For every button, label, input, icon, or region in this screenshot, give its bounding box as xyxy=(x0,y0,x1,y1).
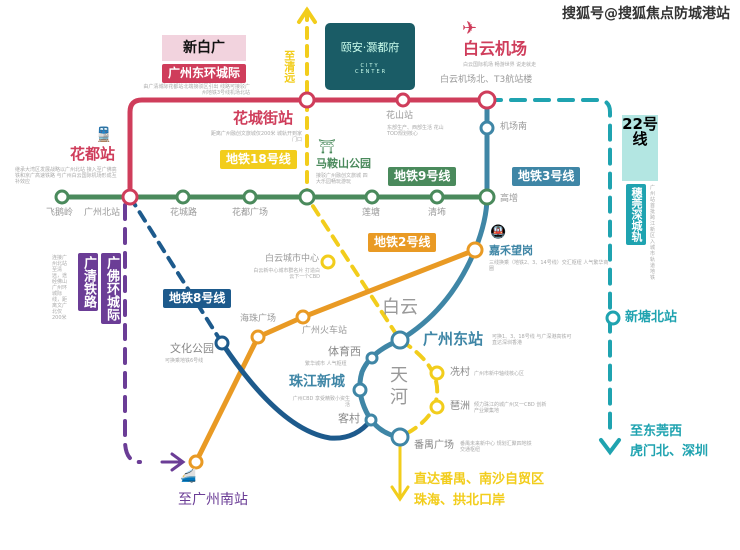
gq-desc: 连接广州北站至清远，途经佛山广州环城际线，距离文广北仅200米 xyxy=(52,255,68,321)
purple-arrow xyxy=(160,452,186,472)
station-maanshan: 马鞍山公园 xyxy=(316,157,371,170)
to-qingyuan: 至清远 xyxy=(282,50,296,83)
dongzhan-desc: 可换1、3、18号线 与广深港高铁可直达深圳香港 xyxy=(492,334,572,346)
station-nodes xyxy=(54,90,621,470)
station-feieling: 飞鹅岭 xyxy=(46,208,74,218)
logo-name: 颐安·灏都府 xyxy=(340,41,400,54)
line-9-badge: 地铁9号线 xyxy=(388,167,457,186)
line-8-dashed xyxy=(128,195,224,345)
station-tiyuxi: 体育西 xyxy=(328,345,361,358)
metro-icon: 🚇 xyxy=(490,225,507,240)
station-huadusquare: 花都广场 xyxy=(232,208,269,218)
pazhou-desc: 倾力珠江的城广州又一CBD 创新产业聚集地 xyxy=(474,402,547,414)
east-ring-badge: 广州东环城际 xyxy=(162,64,247,83)
airport-desc: 白云国际机场 畅游世界 说走就走 xyxy=(463,62,537,68)
line-18-arrow-top xyxy=(297,6,317,24)
panyu-desc: 番禺未来新中心 规划汇聚四地铁交通枢纽 xyxy=(460,441,532,453)
airport-title: 白云机场 xyxy=(463,39,528,58)
station-huochezhan: 广州火车站 xyxy=(302,326,348,336)
gq-badge: 广清铁路 xyxy=(78,253,98,311)
station-wenhua: 文化公园 xyxy=(170,342,214,355)
station-zhujiang: 珠江新城 xyxy=(289,374,345,390)
station-huashan: 花山站 xyxy=(386,111,414,121)
station-dongzhan: 广州东站 xyxy=(423,330,484,348)
district-tianhe: 天河 xyxy=(390,365,408,408)
airport-icon: ✈ xyxy=(462,18,478,39)
line-purple-dashed xyxy=(123,203,142,464)
station-huachengjie: 花城街站 xyxy=(233,109,294,127)
station-xiancun: 冼村 xyxy=(450,367,470,378)
jiahe-desc: 三线换乘（地铁2、3、14号线）交汇枢纽 人气繁华商圈 xyxy=(489,260,609,272)
dest-panyu-2: 珠海、拱北口岸 xyxy=(414,493,506,508)
line-22-arrow xyxy=(599,438,621,456)
line-22-label: 22号线 xyxy=(622,115,658,181)
line-3-badge: 地铁3号线 xyxy=(512,167,581,186)
dest-dongguan-2: 虎门北、深圳 xyxy=(630,444,709,459)
park-icon: ⛩ xyxy=(318,139,336,155)
dest-panyu-1: 直达番禺、南沙自贸区 xyxy=(414,472,545,487)
huachengjie-desc: 距离广州融创文旅城仅200米 城轨开到家门口 xyxy=(210,131,302,143)
station-kecun: 客村 xyxy=(338,412,360,425)
station-baiyuncity: 白云城市中心 xyxy=(265,254,320,264)
gf-badge: 广佛环城际 xyxy=(101,253,121,324)
line-22-dashed xyxy=(485,98,612,432)
dest-south: 至广州南站 xyxy=(178,492,248,508)
station-pazhou: 琶洲 xyxy=(450,401,470,412)
station-liantang: 莲塘 xyxy=(362,208,381,218)
huadu-desc: 继承大湾区发展战略以广州北站 接入至广佛高铁和京广高速铁路 与广州白云国际机场形… xyxy=(15,167,117,185)
logo-sub: CITY CENTER xyxy=(355,63,388,75)
line-18-badge: 地铁18号线 xyxy=(220,150,297,169)
suiguan-desc: 广州站首批跨江新区入城市轨道地铁 xyxy=(650,185,656,281)
line-8-badge: 地铁8号线 xyxy=(163,289,232,308)
zhujiang-desc: 广州CBD 享受精致小资生活 xyxy=(292,396,350,408)
station-jiahe: 嘉禾望岗 xyxy=(489,244,533,257)
east-ring-desc: 由广清城际花都站北端接驳区引出 线路可接驳广州地铁3号线机场北站 xyxy=(143,84,250,96)
line-18-solid xyxy=(390,435,410,502)
logo: 颐安·灏都府 CITY CENTER xyxy=(325,23,415,90)
station-guangzhoubei: 广州北站 xyxy=(84,208,121,218)
station-huadu: 花都站 xyxy=(70,145,116,163)
huashan-desc: 东部生产、西部生活 花山TOD规划核心 xyxy=(387,125,444,137)
district-baiyun: 白云 xyxy=(382,297,418,318)
line-8 xyxy=(219,340,374,441)
maanshan-desc: 接驳广州融创文旅城 四大乐园畅玩游玩 xyxy=(316,173,368,185)
tiyuxi-desc: 繁华城市 人气枢纽 xyxy=(305,361,347,367)
train-icon: 🚆 xyxy=(95,127,113,143)
station-jichangnan: 机场南 xyxy=(500,122,528,132)
watermark: 搜狐号@搜狐焦点防城港站 xyxy=(562,6,730,22)
station-gaozeng: 高增 xyxy=(500,194,519,204)
train-south-icon: 🚄 xyxy=(180,469,197,484)
line-2-badge: 地铁2号线 xyxy=(368,233,437,252)
station-huachenglu: 花城路 xyxy=(170,208,198,218)
suiguan-badge: 穗莞深城轨 xyxy=(626,184,646,245)
line-east-ring xyxy=(127,97,490,200)
xiancun-desc: 广州市新中轴线核心区 xyxy=(474,371,525,377)
xinbaiguang-label: 新白广 xyxy=(162,35,246,61)
station-airport-north: 白云机场北、T3航站楼 xyxy=(440,75,533,85)
station-qingtang: 清㘵 xyxy=(428,208,447,218)
station-xintang: 新塘北站 xyxy=(625,310,678,325)
station-panyu: 番禺广场 xyxy=(414,440,454,451)
baiyuncity-desc: 白云新中心城市群名片 打造白云下一个CBD xyxy=(253,268,320,280)
wenhua-desc: 可换乘地铁6号线 xyxy=(165,358,204,364)
dest-dongguan-1: 至东莞西 xyxy=(630,424,683,439)
line-2 xyxy=(193,247,478,465)
station-haizhu: 海珠广场 xyxy=(240,314,277,324)
